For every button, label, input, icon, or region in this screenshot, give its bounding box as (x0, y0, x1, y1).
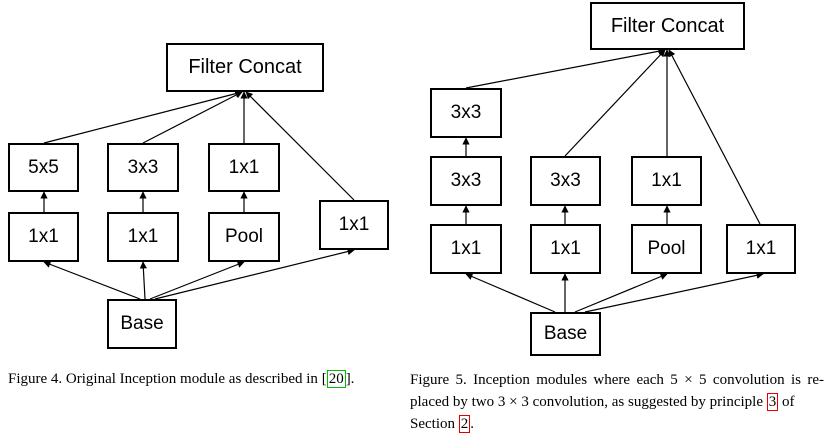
figure5-caption-section-ref[interactable]: 2 (458, 415, 471, 433)
edge-right1x1-to-concat (245, 91, 355, 201)
fig4-5x5-node: 5x5 (8, 143, 79, 192)
edge-5x5-to-concat (43, 90, 243, 144)
edge-base-to-reduce-b (139, 261, 147, 300)
figure5-caption-line1: Figure 5. Inception modules where each 5… (410, 372, 824, 388)
edge-3x3-to-concat (142, 91, 243, 144)
fig4-1x1-right-node: 1x1 (319, 200, 389, 250)
fig5-1x1-right-node: 1x1 (726, 224, 796, 274)
fig4-pool-node: Pool (208, 212, 280, 262)
edge5-base-to-pool (574, 273, 668, 313)
fig5-pool-node: Pool (631, 224, 702, 274)
figure4-caption: Figure 4. Original Inception module as d… (8, 370, 355, 388)
fig4-filter-concat-node: Filter Concat (166, 43, 324, 92)
edge-base-to-reduce-a (43, 260, 141, 300)
edge5-base-to-reduce-a (465, 273, 556, 313)
edge-base-to-right1x1 (154, 248, 355, 300)
edge5-right1x1-to-concat (668, 49, 761, 225)
fig5-1x1-reduce-a-node: 1x1 (430, 224, 502, 274)
fig5-filter-concat-node: Filter Concat (590, 2, 745, 50)
figure4-caption-end: ]. (345, 371, 355, 387)
figure4-caption-ref[interactable]: 20 (326, 370, 346, 388)
fig5-3x3-mid-b-node: 3x3 (530, 156, 601, 206)
figure5-caption-principle-ref[interactable]: 3 (766, 393, 779, 411)
edge-base-to-pool (149, 261, 245, 300)
fig5-3x3-mid-a-node: 3x3 (430, 156, 502, 206)
figure4-edges (40, 90, 355, 300)
fig4-1x1-reduce-a-node: 1x1 (8, 212, 79, 262)
figure4-caption-text: Figure 4. Original Inception module as d… (8, 371, 322, 387)
fig4-1x1-reduce-b-node: 1x1 (107, 212, 179, 262)
figure5-caption-line2-text: placed by two 3 × 3 convolution, as sugg… (410, 394, 767, 410)
fig4-3x3-node: 3x3 (107, 143, 179, 192)
fig5-3x3-top-node: 3x3 (430, 88, 502, 138)
figure5-edges (462, 47, 764, 313)
edge5-3x3top-to-concat (465, 47, 666, 89)
edge5-base-to-right1x1 (584, 271, 764, 313)
figure5-caption: Figure 5. Inception modules where each 5… (410, 369, 824, 435)
figure5-caption-line2-end: of (778, 394, 795, 410)
figure5-caption-line3: Section 2. (410, 413, 824, 435)
fig5-1x1-reduce-b-node: 1x1 (530, 224, 601, 274)
fig5-1x1-top-node: 1x1 (631, 156, 702, 206)
fig4-base-node: Base (107, 299, 177, 349)
figure5-caption-line2: placed by two 3 × 3 convolution, as sugg… (410, 391, 824, 413)
figure5-caption-line3-end: . (470, 416, 474, 432)
fig4-1x1-top-node: 1x1 (208, 143, 280, 192)
edge5-3x3mid-to-concat (564, 49, 666, 157)
fig5-base-node: Base (530, 312, 601, 356)
figure5-caption-line3-text: Section (410, 416, 459, 432)
